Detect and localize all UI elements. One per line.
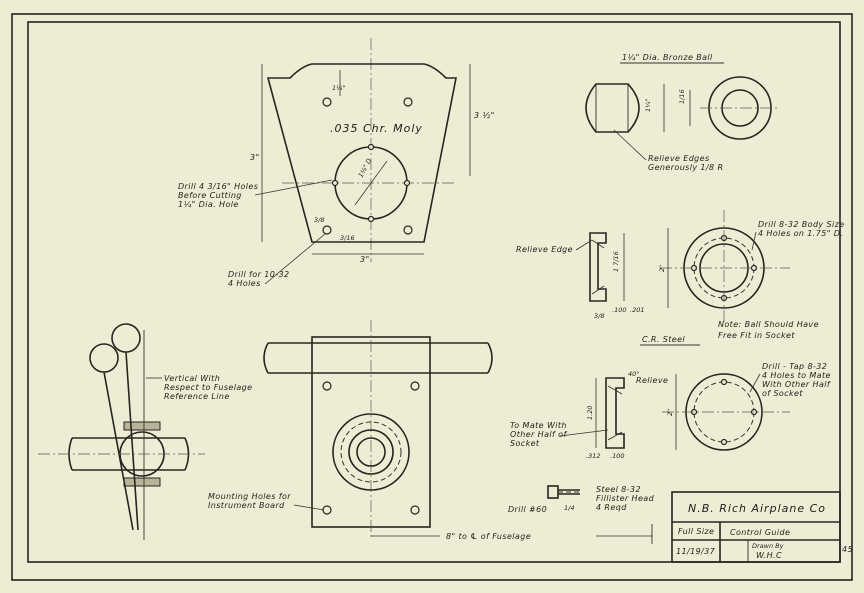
svg-text:3": 3" [250, 153, 260, 162]
svg-text:2": 2" [658, 265, 666, 272]
mounting-view: Mounting Holes for Instrument Board [208, 320, 493, 540]
svg-text:.312: .312 [586, 452, 600, 460]
plate-hole [403, 97, 413, 107]
bronze-ball-view: 1¼" Dia. Bronze Ball 1¼" 1/16 Relieve Ed… [585, 53, 780, 172]
svg-text:of Socket: of Socket [762, 389, 803, 398]
stick-grip [89, 343, 119, 373]
svg-text:1¼": 1¼" [332, 84, 345, 92]
fillister-screw: 1/4 Drill #60 Steel 8-32 Fillister Head … [508, 485, 655, 514]
svg-text:Drill for 10-32: Drill for 10-32 [228, 270, 289, 279]
svg-text:1.20: 1.20 [586, 406, 594, 420]
svg-text:Respect to Fuselage: Respect to Fuselage [164, 383, 252, 392]
svg-text:40°: 40° [628, 370, 640, 378]
cross-tube [268, 342, 488, 374]
svg-text:4 Holes: 4 Holes [228, 279, 261, 288]
socket-section [589, 232, 607, 302]
bronze-ball-title: 1¼" Dia. Bronze Ball [622, 53, 713, 62]
svg-text:Relieve Edge: Relieve Edge [516, 245, 573, 254]
material-label: C.R. Steel [642, 335, 685, 344]
assembly-view: Vertical With Respect to Fuselage Refere… [38, 323, 252, 540]
mate-section [605, 377, 625, 449]
svg-text:.201: .201 [630, 306, 644, 314]
svg-text:Steel 8-32: Steel 8-32 [596, 485, 641, 494]
outer-border [11, 13, 853, 581]
svg-text:1¼" Dia. Hole: 1¼" Dia. Hole [178, 200, 239, 209]
plate-hole [403, 225, 413, 235]
svg-text:3": 3" [360, 255, 370, 264]
plate-view: .035 Chr. Moly 1⅛" D 3" 3 ½" 3" 1¼" 3/8 … [178, 38, 495, 288]
drawing-title: Control Guide [730, 528, 790, 537]
svg-text:1/4: 1/4 [564, 504, 574, 512]
fuselage-dimension: 8" to ℄ of Fuselage [371, 524, 653, 544]
svg-text:Drill 4 3/16" Holes: Drill 4 3/16" Holes [178, 182, 258, 191]
svg-text:Full Size: Full Size [678, 527, 714, 536]
socket-view: 1 7/16 .100 .201 3/8 Relieve Edge 2" Dri… [516, 210, 845, 346]
svg-text:Socket: Socket [510, 439, 540, 448]
fuselage-tube [72, 437, 185, 471]
svg-text:Note: Ball Should Have: Note: Ball Should Have [718, 320, 819, 329]
svg-text:Free Fit in Socket: Free Fit in Socket [718, 331, 795, 340]
svg-text:Generously 1/8 R: Generously 1/8 R [648, 163, 723, 172]
svg-text:To Mate With: To Mate With [510, 421, 567, 430]
ball-side [585, 83, 640, 133]
company-name: N.B. Rich Airplane Co [688, 502, 826, 515]
svg-text:.100: .100 [612, 306, 626, 314]
svg-text:Drill 8-32 Body Size: Drill 8-32 Body Size [758, 220, 845, 229]
svg-text:3/16: 3/16 [340, 234, 355, 242]
svg-text:W.H.C: W.H.C [756, 551, 782, 560]
svg-text:11/19/37: 11/19/37 [676, 547, 716, 556]
plate-hole [322, 97, 332, 107]
svg-text:With Other Half: With Other Half [762, 380, 831, 389]
title-block: N.B. Rich Airplane Co Full Size Control … [671, 491, 853, 563]
svg-text:4 Reqd: 4 Reqd [596, 503, 627, 512]
plate-outline [266, 63, 457, 243]
svg-text:8" to ℄ of Fuselage: 8" to ℄ of Fuselage [446, 532, 531, 541]
stick-grip [111, 323, 141, 353]
svg-text:4 Holes to Mate: 4 Holes to Mate [762, 371, 831, 380]
svg-text:Fillister Head: Fillister Head [596, 494, 655, 503]
sheet-number: 45 [842, 545, 853, 554]
svg-text:3/8: 3/8 [314, 216, 324, 224]
mount-bore [332, 413, 410, 491]
plate-hole [322, 225, 332, 235]
part-label: .035 Chr. Moly [330, 122, 423, 135]
svg-text:3 ½": 3 ½" [474, 111, 495, 120]
mating-socket-view: 1.20 40° Relieve .312 .100 To Mate With … [510, 362, 831, 460]
inner-border [27, 21, 841, 563]
svg-text:Relieve Edges: Relieve Edges [648, 154, 710, 163]
svg-text:Mounting Holes for: Mounting Holes for [208, 492, 291, 501]
svg-text:1/16: 1/16 [678, 89, 686, 104]
svg-text:3/8: 3/8 [594, 312, 604, 320]
svg-text:.100: .100 [610, 452, 624, 460]
svg-text:Relieve: Relieve [636, 376, 668, 385]
svg-text:Reference Line: Reference Line [164, 392, 230, 401]
svg-text:Drawn By: Drawn By [752, 542, 784, 550]
svg-text:1¼": 1¼" [644, 99, 652, 112]
svg-text:Before Cutting: Before Cutting [178, 191, 242, 200]
svg-text:1 7/16: 1 7/16 [612, 251, 620, 272]
svg-text:Drill #60: Drill #60 [508, 505, 547, 514]
svg-text:Other Half of: Other Half of [510, 430, 567, 439]
svg-text:4 Holes on 1.75" D.: 4 Holes on 1.75" D. [758, 229, 843, 238]
svg-text:Drill - Tap 8-32: Drill - Tap 8-32 [762, 362, 827, 371]
svg-text:Vertical With: Vertical With [164, 374, 220, 383]
svg-text:Instrument Board: Instrument Board [208, 501, 285, 510]
svg-text:2": 2" [666, 409, 674, 416]
